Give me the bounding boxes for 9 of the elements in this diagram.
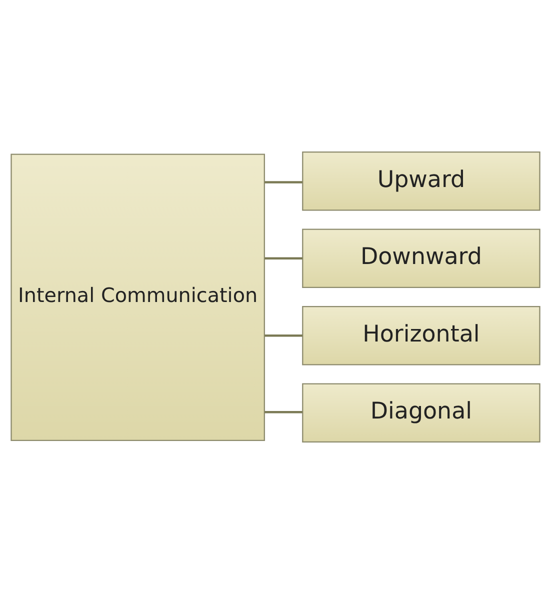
node-box: Diagonal [302,383,540,443]
node-box: Internal Communication [10,154,265,441]
node-box: Horizontal [302,306,540,366]
connector [264,410,302,414]
node-box: Downward [302,228,540,288]
connector [264,334,302,337]
connector [264,257,302,260]
node-box: Upward [302,151,540,211]
connector [264,181,302,184]
